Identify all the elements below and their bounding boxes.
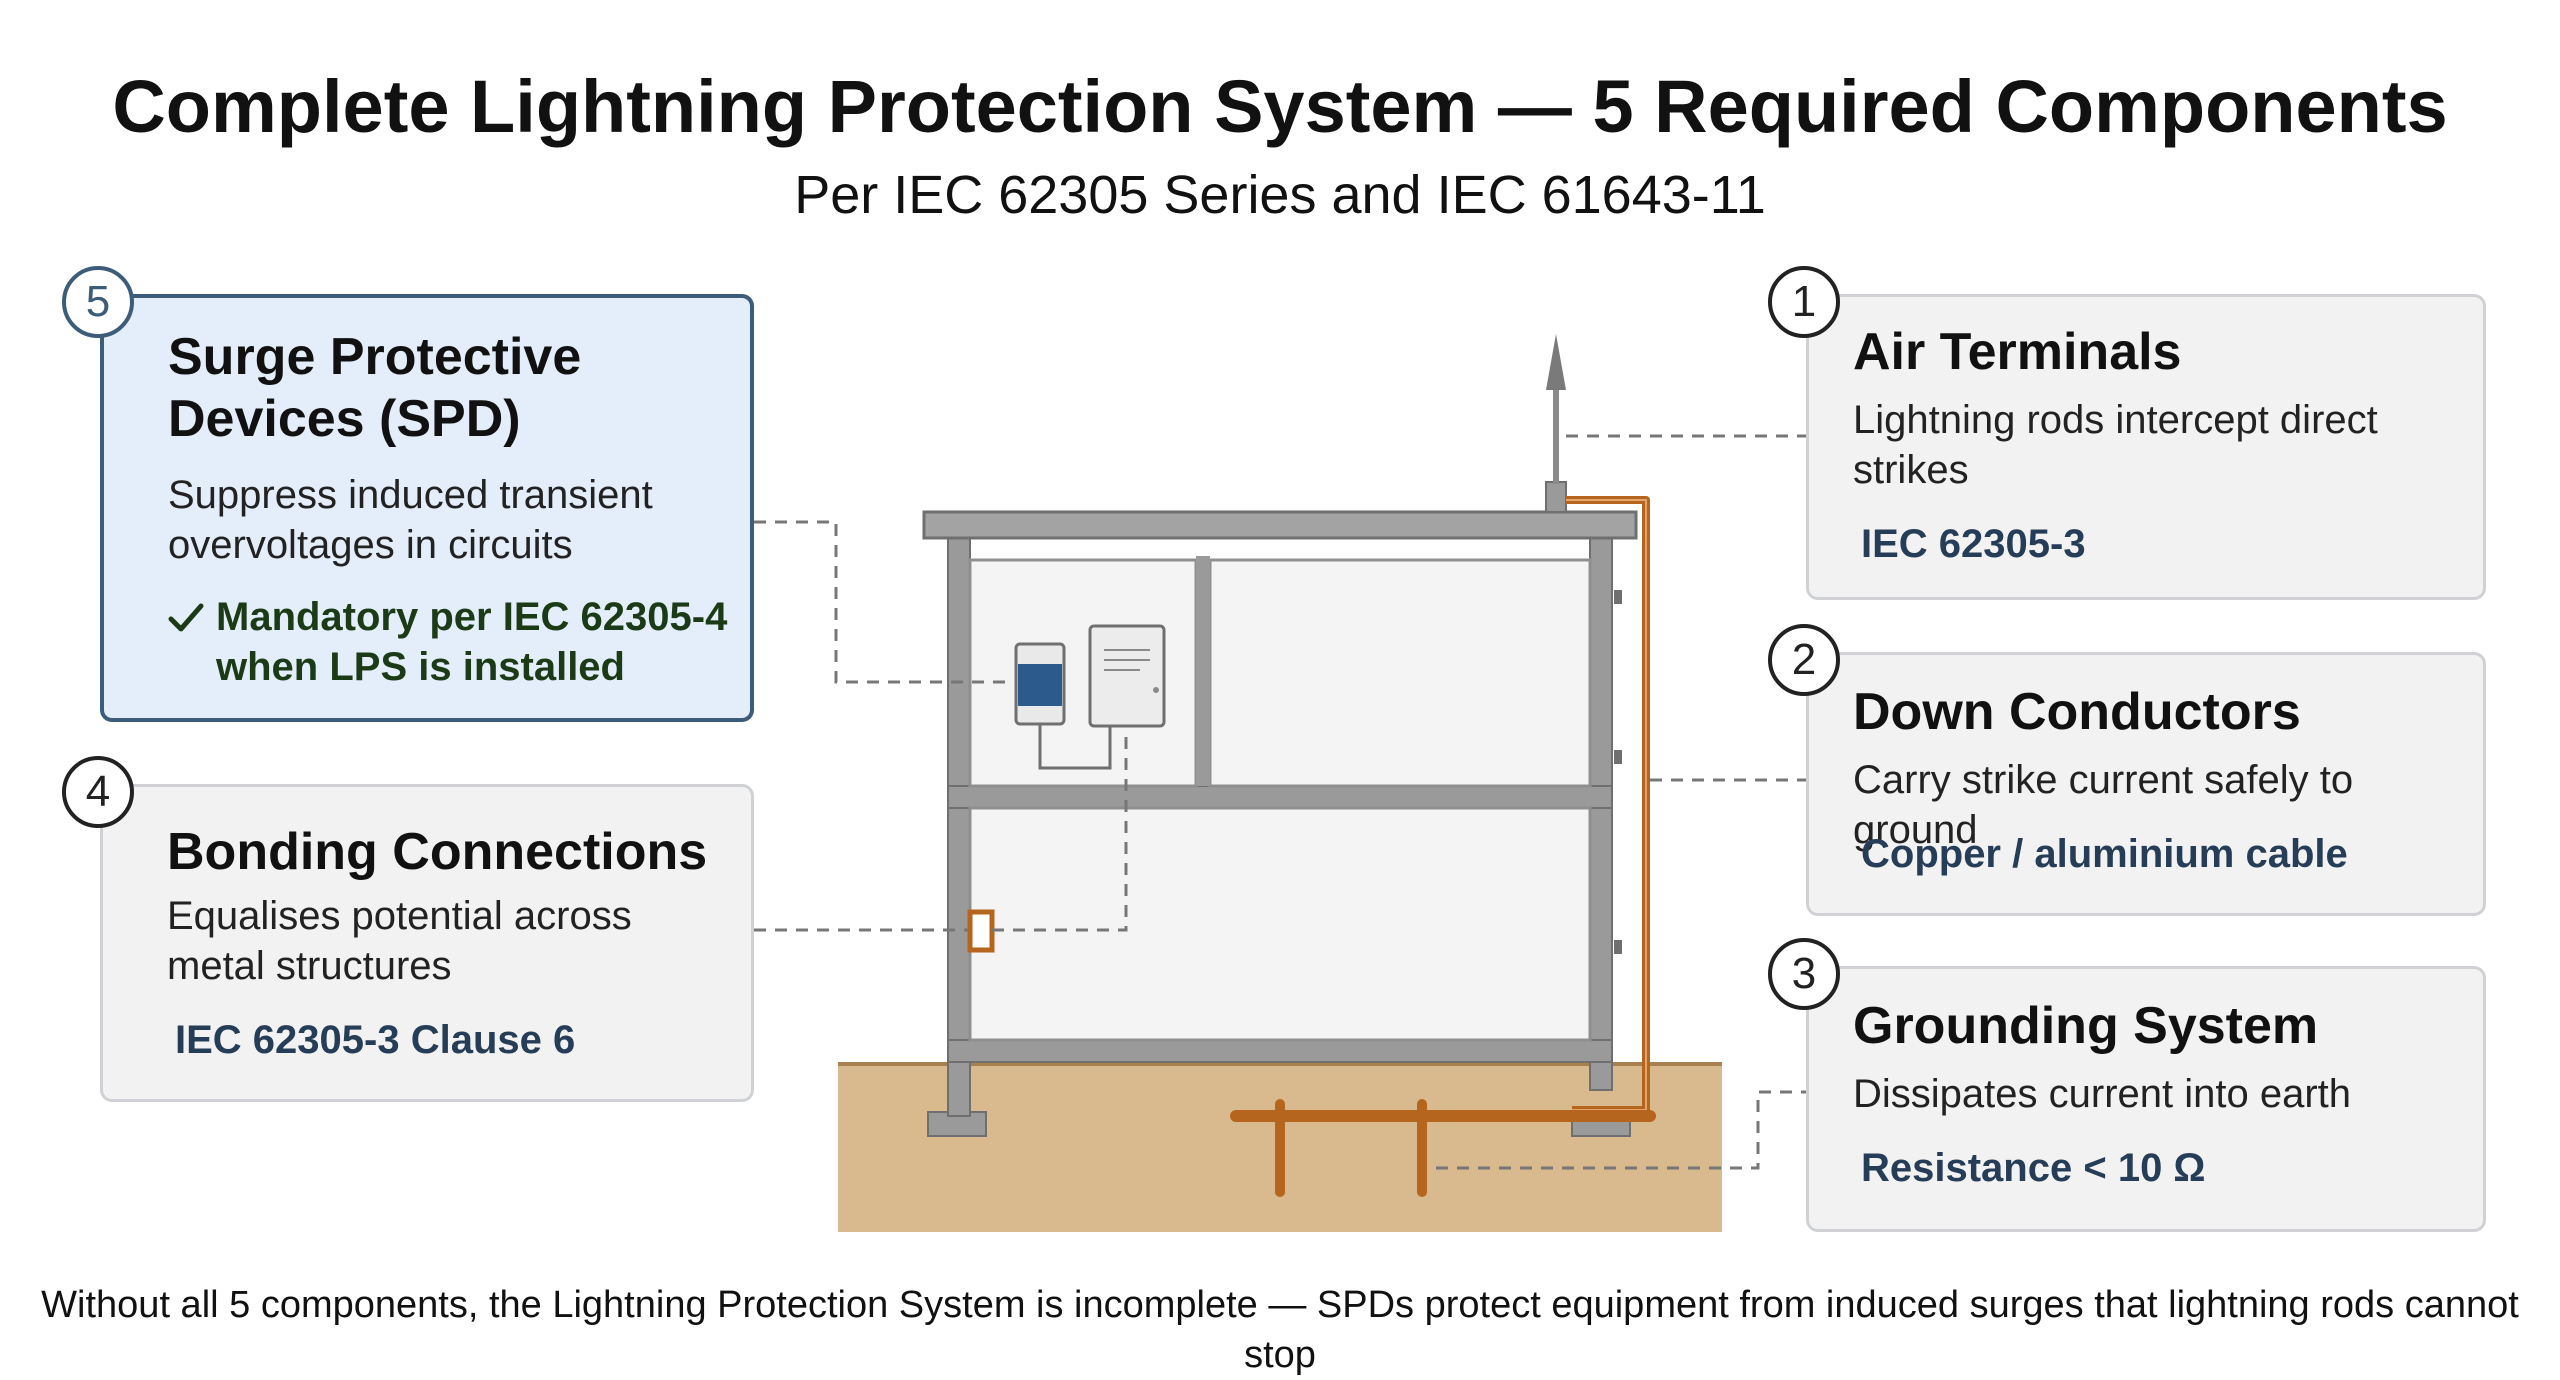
room-lower [968, 806, 1592, 1042]
spd-wiring [1038, 724, 1112, 770]
spd-device-window [1018, 664, 1062, 706]
badge-5: 5 [62, 266, 134, 338]
roof-slab [922, 510, 1638, 540]
grounding-description: Dissipates current into earth [1853, 1072, 2352, 1116]
check-icon [168, 603, 204, 632]
footer-note: Without all 5 components, the Lightning … [41, 1284, 2519, 1376]
conductor-clip [1614, 940, 1622, 954]
room-upper-right [1208, 558, 1592, 788]
right-wall [1589, 529, 1613, 1091]
air-terminals-title: Air Terminals [1853, 323, 2182, 381]
air-terminals-description: Lightning rods intercept direct strikes [1853, 398, 2378, 492]
rod-base [1545, 481, 1567, 513]
right-footing [1571, 1119, 1631, 1137]
left-wall [947, 529, 971, 1091]
down-conductors-description: Carry strike current safely to ground [1853, 758, 2354, 852]
leader-grounding [1436, 1090, 1806, 1170]
down-conductors-reference: Copper / aluminium cable [1861, 832, 2348, 876]
conductor-clip [1614, 590, 1622, 604]
card-air-terminals: Air Terminals Lightning rods intercept d… [1806, 294, 2486, 600]
left-footing [927, 1111, 987, 1137]
card-spd: Surge Protective Devices (SPD) Suppress … [100, 294, 754, 722]
card-down-conductors: Down Conductors Carry strike current saf… [1806, 652, 2486, 916]
grounding-reference: Resistance < 10 Ω [1861, 1146, 2206, 1190]
middle-floor [947, 785, 1613, 809]
bonding-clamp [967, 909, 995, 953]
distribution-panel [1088, 624, 1166, 728]
down-conductors-title: Down Conductors [1853, 683, 2301, 741]
spd-title-line2: Devices (SPD) [168, 390, 521, 448]
spd-title-line1: Surge Protective [168, 328, 582, 386]
spd-description-line1: Suppress induced transient [168, 473, 653, 517]
badge-4: 4 [62, 756, 134, 828]
inner-partition [1196, 556, 1210, 786]
grounding-title: Grounding System [1853, 997, 2319, 1055]
bonding-description-line2: metal structures [167, 944, 452, 988]
left-column [947, 1059, 971, 1117]
air-terminals-reference: IEC 62305-3 [1861, 522, 2086, 566]
bonding-reference: IEC 62305-3 Clause 6 [175, 1018, 576, 1062]
conductor-clip [1614, 750, 1622, 764]
lower-floor [947, 1039, 1613, 1063]
leader-bonding-panel [992, 728, 1128, 932]
rod-tip [1546, 334, 1566, 390]
page-subtitle: Per IEC 62305 Series and IEC 61643-11 [794, 165, 1766, 225]
page-title: Complete Lightning Protection System — 5… [112, 65, 2448, 148]
badge-2: 2 [1768, 624, 1840, 696]
spd-description-line2: overvoltages in circuits [168, 523, 573, 567]
spd-note-line1: Mandatory per IEC 62305-4 [216, 595, 728, 639]
bonding-title: Bonding Connections [167, 823, 708, 881]
badge-1: 1 [1768, 266, 1840, 338]
bonding-description-line1: Equalises potential across [167, 894, 632, 938]
card-grounding-system: Grounding System Dissipates current into… [1806, 966, 2486, 1232]
spd-note-line2: when LPS is installed [216, 645, 625, 689]
badge-3: 3 [1768, 938, 1840, 1010]
card-bonding-connections: Bonding Connections Equalises potential … [100, 784, 754, 1102]
